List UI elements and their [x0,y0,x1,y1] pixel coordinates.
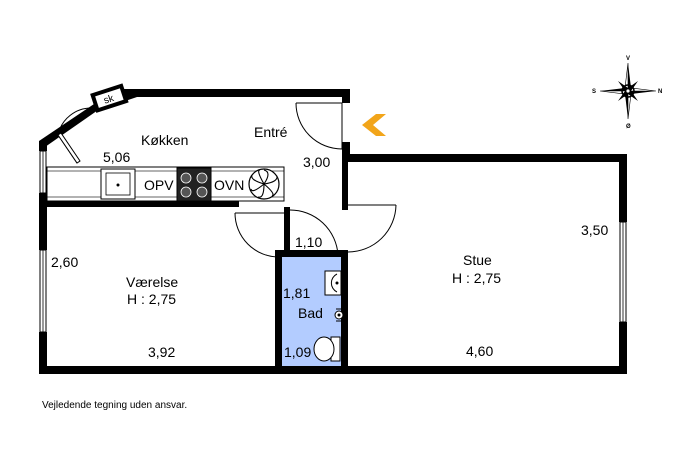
bedroom-height: H : 2,75 [127,291,176,307]
bedroom-width: 3,92 [148,344,175,360]
bedroom-name: Værelse [126,274,178,290]
bath-shower-tap [334,308,344,322]
living-name: Stue [463,252,492,268]
bath-top: 1,10 [295,234,322,250]
bath-width: 1,09 [284,344,311,360]
walls [39,89,627,374]
windows [39,150,627,333]
compass-icon: V S N Ø [592,56,662,130]
entry-width: 3,00 [303,154,330,170]
entry-door[interactable] [295,102,343,150]
living-height: H : 2,75 [452,270,501,286]
compass-north: N [658,89,662,95]
disclaimer-text: Vejledende tegning uden ansvar. [42,400,188,411]
toilet [313,336,341,362]
compass-south: S [592,89,596,95]
entry-name: Entré [254,124,288,140]
bedroom-side: 2,60 [51,254,78,270]
bedroom-door[interactable] [234,212,284,258]
living-width: 4,60 [466,343,493,359]
closet: sk [90,83,129,113]
dishwasher-label: OPV [144,177,174,193]
bath-door[interactable] [289,209,339,256]
living-door[interactable] [347,204,397,253]
bath-side: 1,81 [283,285,310,301]
entrance-arrow-icon [362,114,386,136]
kitchen-name: Køkken [141,132,188,148]
kitchen-width: 5,06 [103,149,130,165]
stove [176,167,212,202]
compass-west: V [626,56,630,62]
bath-name: Bad [298,305,323,321]
kitchen-balcony-door[interactable] [57,107,93,164]
bath-sink [324,270,342,296]
closet-label: sk [102,93,116,107]
oven-label: OVN [214,177,244,193]
kitchen-counter: OPV OVN [46,166,285,202]
fan-icon [248,168,280,200]
living-side: 3,50 [581,222,608,238]
compass-east: Ø [626,124,631,130]
